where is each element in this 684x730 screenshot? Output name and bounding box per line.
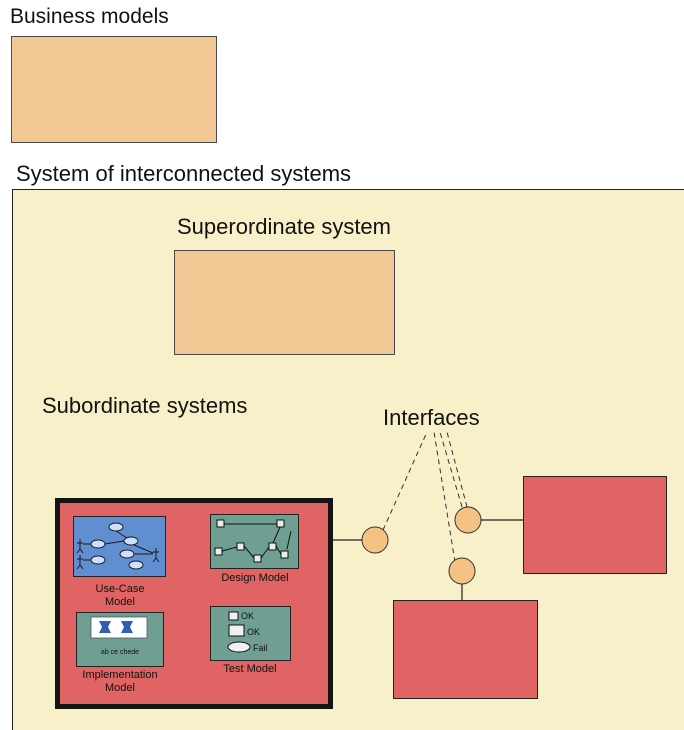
test-item-ok-1: OK <box>241 611 255 621</box>
interface-circle <box>454 506 482 534</box>
use-case-label-line2: Model <box>105 596 135 608</box>
system-title: System of interconnected systems <box>16 161 352 186</box>
design-model-icon <box>210 514 299 569</box>
use-case-model-icon <box>73 516 166 577</box>
implementation-caption: ab ce chede <box>100 649 140 656</box>
interface-dashed-link <box>382 431 428 531</box>
superordinate-title: Superordinate system <box>177 214 391 239</box>
implementation-label-line1: Implementation <box>82 669 158 681</box>
interfaces-title: Interfaces <box>383 405 480 430</box>
subordinate-title: Subordinate systems <box>42 393 248 418</box>
subordinate-system-right <box>523 476 667 574</box>
interface-circle <box>361 526 389 554</box>
interface-dashed-link <box>433 431 456 563</box>
use-case-model-label: Use-Case Model <box>74 583 166 609</box>
interface-circle <box>448 557 476 585</box>
test-item-fail: Fail <box>253 643 268 653</box>
implementation-model-icon: ab ce chede <box>76 612 164 667</box>
business-models-title: Business models <box>10 5 169 28</box>
test-item-ok-2: OK <box>247 627 261 637</box>
implementation-label-line2: Model <box>105 682 135 694</box>
interface-dashed-link <box>446 431 468 508</box>
implementation-model-label: Implementation Model <box>68 669 172 695</box>
design-model-label: Design Model <box>221 572 289 584</box>
subordinate-system-main: Use-Case Model Design Model a <box>55 498 333 709</box>
subordinate-system-bottom <box>393 600 538 699</box>
interface-dashed-link <box>439 431 463 508</box>
test-model-label: Test Model <box>223 663 277 675</box>
test-model-icon: OK OK Fail <box>210 606 291 661</box>
business-models-box <box>11 36 217 143</box>
superordinate-system-box <box>174 250 395 355</box>
use-case-label-line1: Use-Case <box>95 583 145 595</box>
